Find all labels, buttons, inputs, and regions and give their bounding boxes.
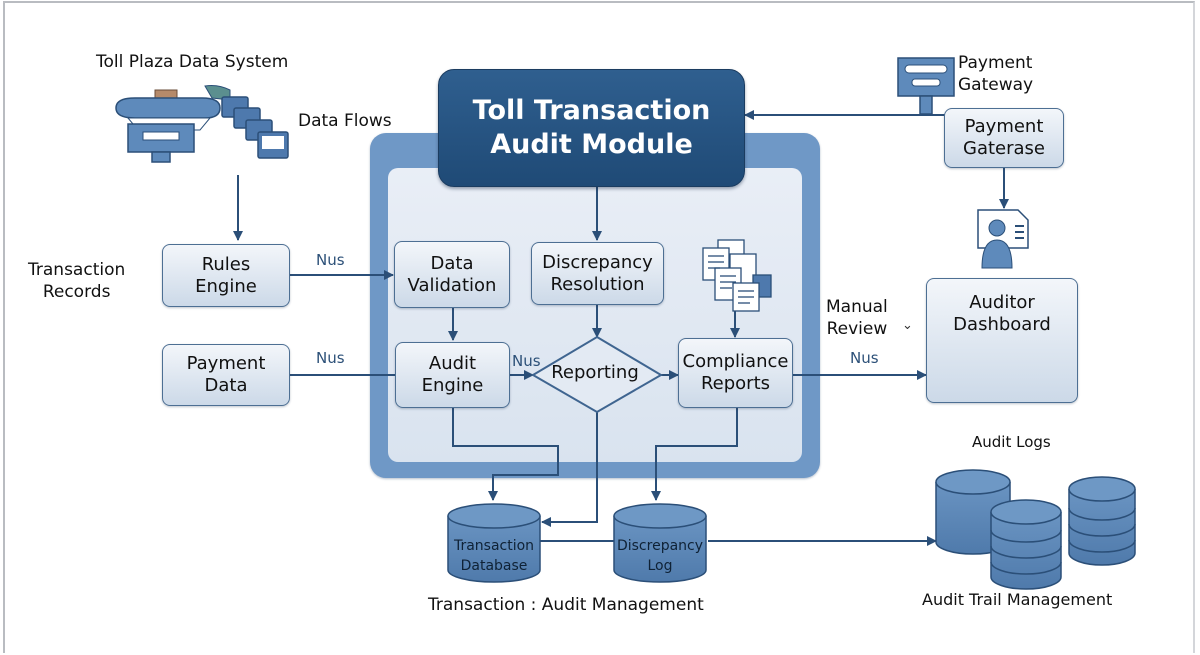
discrepancy-log-cylinder (613, 503, 707, 583)
data-screens-icon (204, 85, 289, 159)
edge-label-payment-audit: Nus (316, 349, 345, 367)
edge-label-audit-reporting: Nus (512, 352, 541, 370)
payment-terminal-icon (897, 57, 955, 115)
chevron-down-icon[interactable]: ⌄ (902, 318, 913, 333)
compliance-reports-box[interactable]: Compliance Reports (678, 338, 793, 408)
edge-label-compliance-dashboard: Nus (850, 349, 879, 367)
document-stack-lines (708, 255, 754, 304)
audit-log-database-2 (990, 499, 1062, 590)
document-stack-icon (702, 239, 772, 312)
auditor-dashboard-box[interactable]: Auditor Dashboard (926, 278, 1078, 403)
data-validation-box[interactable]: Data Validation (394, 241, 510, 308)
discrepancy-resolution-box[interactable]: Discrepancy Resolution (531, 242, 664, 305)
audit-engine-box[interactable]: Audit Engine (395, 342, 510, 408)
rules-engine-box[interactable]: Rules Engine (162, 244, 290, 307)
arrow-compliance-to-disclog (651, 408, 738, 501)
data-flows-label: Data Flows (298, 111, 392, 131)
transaction-database-label: Transaction Database (453, 538, 535, 574)
user-profile-document-icon (977, 209, 1029, 269)
transaction-audit-caption: Transaction : Audit Management (428, 595, 704, 615)
toll-booth-icon (115, 89, 221, 163)
payment-data-box[interactable]: Payment Data (162, 344, 290, 406)
reporting-diamond (531, 335, 663, 414)
audit-logs-label: Audit Logs (972, 433, 1051, 451)
toll-plaza-label: Toll Plaza Data System (96, 52, 289, 72)
reporting-decision-label[interactable]: Reporting (551, 362, 639, 383)
payment-gateway-label: Payment Gateway (958, 53, 1034, 95)
page-frame (3, 1, 1195, 653)
audit-module-inner-panel (388, 168, 802, 462)
transaction-records-label: Transaction Records (28, 260, 126, 302)
audit-module-title: Toll Transaction Audit Module (438, 69, 745, 187)
payment-gaterase-box[interactable]: Payment Gaterase (944, 108, 1064, 168)
discrepancy-log-label: Discrepancy Log (616, 538, 704, 574)
arrow-audit-to-txdb (452, 408, 559, 501)
arrow-reporting-to-txdb (541, 412, 598, 527)
edge-label-rules-validation: Nus (316, 251, 345, 269)
manual-review-label: Manual Review (826, 297, 888, 339)
transaction-database-cylinder (447, 503, 541, 583)
audit-trail-caption: Audit Trail Management (922, 590, 1113, 609)
audit-log-database-3 (1068, 476, 1136, 566)
